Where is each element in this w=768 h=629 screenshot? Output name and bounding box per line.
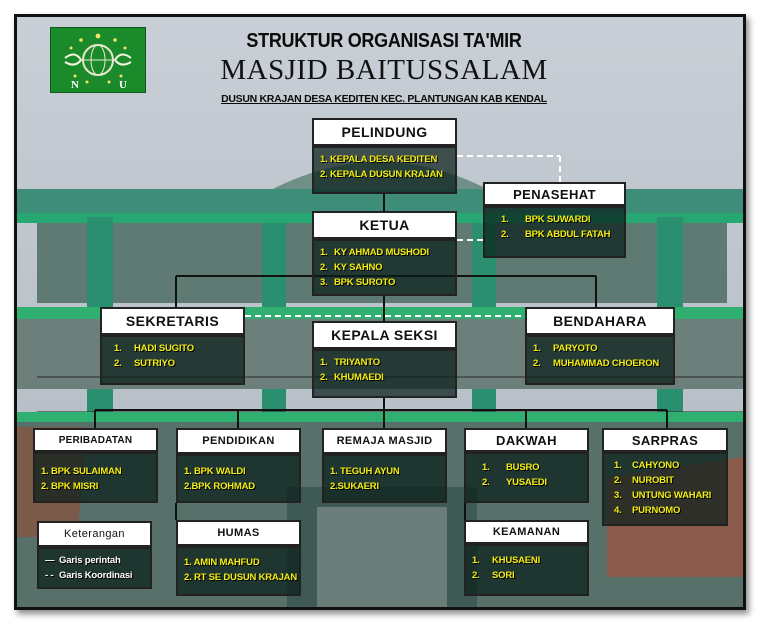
kepala-seksi-members: 1.TRIYANTO 2.KHUMAEDI: [312, 349, 457, 398]
pelindung-header: PELINDUNG: [312, 118, 457, 146]
list-item: 1.TRIYANTO: [320, 357, 380, 368]
list-item: 1.BPK SUWARDI: [501, 214, 591, 225]
pendidikan-members: 1. BPK WALDI 2.BPK ROHMAD: [176, 454, 301, 503]
list-item: 1.CAHYONO: [614, 460, 680, 471]
nu-globe-icon: N U: [64, 33, 132, 91]
list-item: 2. KEPALA DUSUN KRAJAN: [320, 169, 443, 180]
list-item: 1.HADI SUGITO: [114, 343, 194, 354]
list-item: 1.KHUSAENI: [472, 555, 541, 566]
list-item: 2.BPK ROHMAD: [184, 481, 255, 492]
humas-header: HUMAS: [176, 520, 301, 546]
list-item: 2.BPK ABDUL FATAH: [501, 229, 611, 240]
list-item: 2.KHUMAEDI: [320, 372, 384, 383]
remaja-masjid-members: 1. TEGUH AYUN 2.SUKAERI: [322, 454, 447, 503]
keamanan-members: 1.KHUSAENI 2.SORI: [464, 544, 589, 596]
sekretaris-header: SEKRETARIS: [100, 307, 245, 335]
nu-logo: N U: [50, 27, 146, 93]
legend-header: Keterangan: [37, 521, 152, 547]
sarpras-members: 1.CAHYONO 2.NUROBIT 3.UNTUNG WAHARI 4.PU…: [602, 452, 728, 526]
list-item: 1.PARYOTO: [533, 343, 598, 354]
list-item: 2.NUROBIT: [614, 475, 674, 486]
logo-letter-n: N: [71, 79, 79, 91]
legend-item-coordination-line: - -Garis Koordinasi: [45, 570, 133, 581]
sarpras-header: SARPRAS: [602, 428, 728, 452]
list-item: 3.BPK SUROTO: [320, 277, 396, 288]
list-item: 2.YUSAEDI: [482, 477, 547, 488]
list-item: 1.KY AHMAD MUSHODI: [320, 247, 429, 258]
list-item: 1. BPK WALDI: [184, 466, 246, 477]
address: DUSUN KRAJAN DESA KEDITEN KEC. PLANTUNGA…: [221, 93, 547, 105]
list-item: 2.KY SAHNO: [320, 262, 383, 273]
list-item: 1. BPK SULAIMAN: [41, 466, 122, 477]
ketua-members: 1.KY AHMAD MUSHODI 2.KY SAHNO 3.BPK SURO…: [312, 239, 457, 296]
dakwah-header: DAKWAH: [464, 428, 589, 452]
dakwah-members: 1.BUSRO 2.YUSAEDI: [464, 452, 589, 503]
list-item: 3.UNTUNG WAHARI: [614, 490, 712, 501]
penasehat-members: 1.BPK SUWARDI 2.BPK ABDUL FATAH: [483, 206, 626, 258]
list-item: 2.SUKAERI: [330, 481, 379, 492]
list-item: 2.MUHAMMAD CHOERON: [533, 358, 660, 369]
pelindung-members: 1. KEPALA DESA KEDITEN 2. KEPALA DUSUN K…: [312, 146, 457, 194]
pendidikan-header: PENDIDIKAN: [176, 428, 301, 454]
bendahara-members: 1.PARYOTO 2.MUHAMMAD CHOERON: [525, 335, 675, 385]
list-item: 2.SUTRIYO: [114, 358, 175, 369]
ketua-header: KETUA: [312, 211, 457, 239]
humas-members: 1. AMIN MAHFUD 2. RT SE DUSUN KRAJAN: [176, 546, 301, 596]
remaja-masjid-header: REMAJA MASJID: [322, 428, 447, 454]
bendahara-header: BENDAHARA: [525, 307, 675, 335]
list-item: 1. KEPALA DESA KEDITEN: [320, 154, 438, 165]
penasehat-header: PENASEHAT: [483, 182, 626, 206]
legend-item-command-line: —Garis perintah: [45, 555, 121, 566]
page-title: STRUKTUR ORGANISASI TA'MIR: [246, 28, 522, 52]
list-item: 4.PURNOMO: [614, 505, 681, 516]
list-item: 1.BUSRO: [482, 462, 540, 473]
legend-items: —Garis perintah - -Garis Koordinasi: [37, 547, 152, 589]
peribadatan-header: PERIBADATAN: [33, 428, 158, 452]
keamanan-header: KEAMANAN: [464, 520, 589, 544]
list-item: 1. AMIN MAHFUD: [184, 557, 260, 568]
list-item: 1. TEGUH AYUN: [330, 466, 400, 477]
kepala-seksi-header: KEPALA SEKSI: [312, 321, 457, 349]
list-item: 2.SORI: [472, 570, 515, 581]
masjid-name: MASJID BAITUSSALAM: [220, 54, 548, 86]
list-item: 2. BPK MISRI: [41, 481, 99, 492]
list-item: 2. RT SE DUSUN KRAJAN: [184, 572, 297, 583]
peribadatan-members: 1. BPK SULAIMAN 2. BPK MISRI: [33, 452, 158, 503]
sekretaris-members: 1.HADI SUGITO 2.SUTRIYO: [100, 335, 245, 385]
logo-letter-u: U: [119, 79, 127, 91]
